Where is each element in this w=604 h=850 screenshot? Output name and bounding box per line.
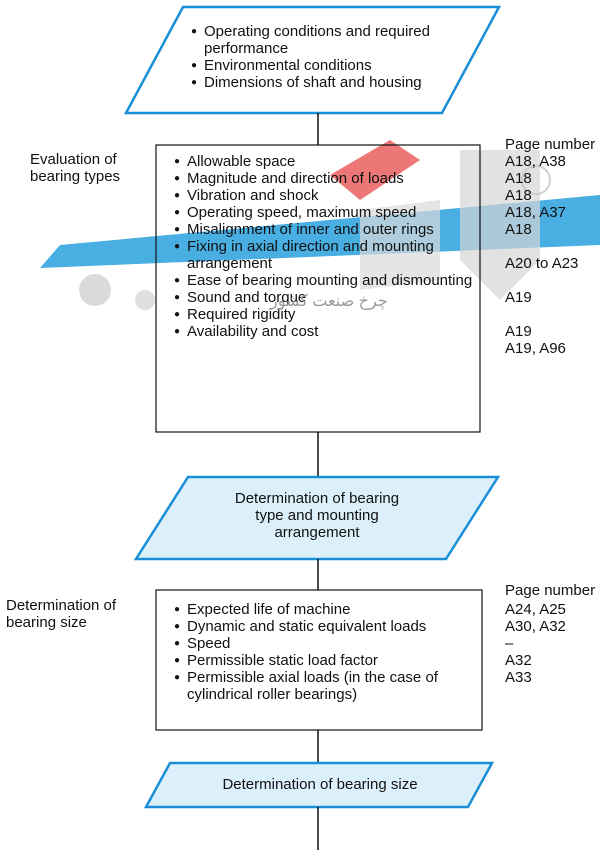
- page-number: A18, A37: [505, 204, 566, 221]
- page-number: A33: [505, 669, 532, 686]
- size-item-speed: Speed: [174, 635, 474, 652]
- result1-text: Determination of bearing type and mounti…: [234, 490, 400, 541]
- page-number: A19: [505, 323, 532, 340]
- page-number: A19, A96: [505, 340, 566, 357]
- watermark-seal: [521, 165, 551, 195]
- size-item-axial-loads: Permissible axial loads (in the case of …: [174, 669, 474, 703]
- top-item-3: Dimensions of shaft and housing: [191, 74, 466, 91]
- section1-side-label: Evaluation of bearing types: [30, 151, 121, 185]
- criteria-item-mounting: Ease of bearing mounting and dismounting: [174, 272, 474, 289]
- watermark-drop-2: [135, 290, 155, 310]
- criteria-item-rigidity: Required rigidity: [174, 306, 474, 323]
- size-box: [155, 589, 483, 731]
- section2-side-label: Determination of bearing size: [6, 597, 117, 631]
- criteria-item-speed: Operating speed, maximum speed: [174, 204, 474, 221]
- evaluation-criteria-list: Allowable space Magnitude and direction …: [174, 153, 474, 340]
- criteria-item-sound: Sound and torque: [174, 289, 474, 306]
- page-number: A18, A38: [505, 153, 566, 170]
- evaluation-page-numbers: A18, A38 A18 A18 A18, A37 A18 A20 to A23…: [505, 153, 578, 357]
- watermark-text: چرخ صنعت کشور: [270, 293, 388, 310]
- criteria-item-vibration: Vibration and shock: [174, 187, 474, 204]
- top-item-1: Operating conditions and required perfor…: [191, 23, 466, 57]
- watermark-drop: [79, 274, 111, 306]
- page-number: A19: [505, 289, 532, 306]
- criteria-item-misalignment: Misalignment of inner and outer rings: [174, 221, 474, 238]
- section2-page-header: Page number: [505, 582, 596, 599]
- criteria-item-fixing: Fixing in axial direction and mounting a…: [174, 238, 474, 272]
- size-criteria-list: Expected life of machine Dynamic and sta…: [174, 601, 474, 703]
- size-page-numbers: A24, A25 A30, A32 – A32 A33: [505, 601, 566, 686]
- criteria-item-allowable-space: Allowable space: [174, 153, 474, 170]
- size-item-life: Expected life of machine: [174, 601, 474, 618]
- criteria-item-availability: Availability and cost: [174, 323, 474, 340]
- result2-parallelogram: [143, 761, 495, 809]
- page-number-blank: [505, 272, 578, 289]
- page-number-blank: [505, 306, 578, 323]
- page-number: A24, A25: [505, 601, 566, 618]
- page-number: A30, A32: [505, 618, 566, 635]
- page-number: A18: [505, 221, 532, 238]
- section1-page-header: Page number: [505, 136, 596, 153]
- page-number: A18: [505, 187, 532, 204]
- size-item-static-factor: Permissible static load factor: [174, 652, 474, 669]
- criteria-item-loads: Magnitude and direction of loads: [174, 170, 474, 187]
- page-number: –: [505, 635, 514, 652]
- top-condition-list: Operating conditions and required perfor…: [191, 23, 466, 91]
- page-number-blank: [505, 238, 578, 255]
- size-item-loads: Dynamic and static equivalent loads: [174, 618, 474, 635]
- page-number: A32: [505, 652, 532, 669]
- page-number: A20 to A23: [505, 255, 579, 272]
- result2-text: Determination of bearing size: [222, 776, 418, 793]
- result1-parallelogram: [133, 475, 501, 561]
- page-number: A18: [505, 170, 532, 187]
- top-item-2: Environmental conditions: [191, 57, 466, 74]
